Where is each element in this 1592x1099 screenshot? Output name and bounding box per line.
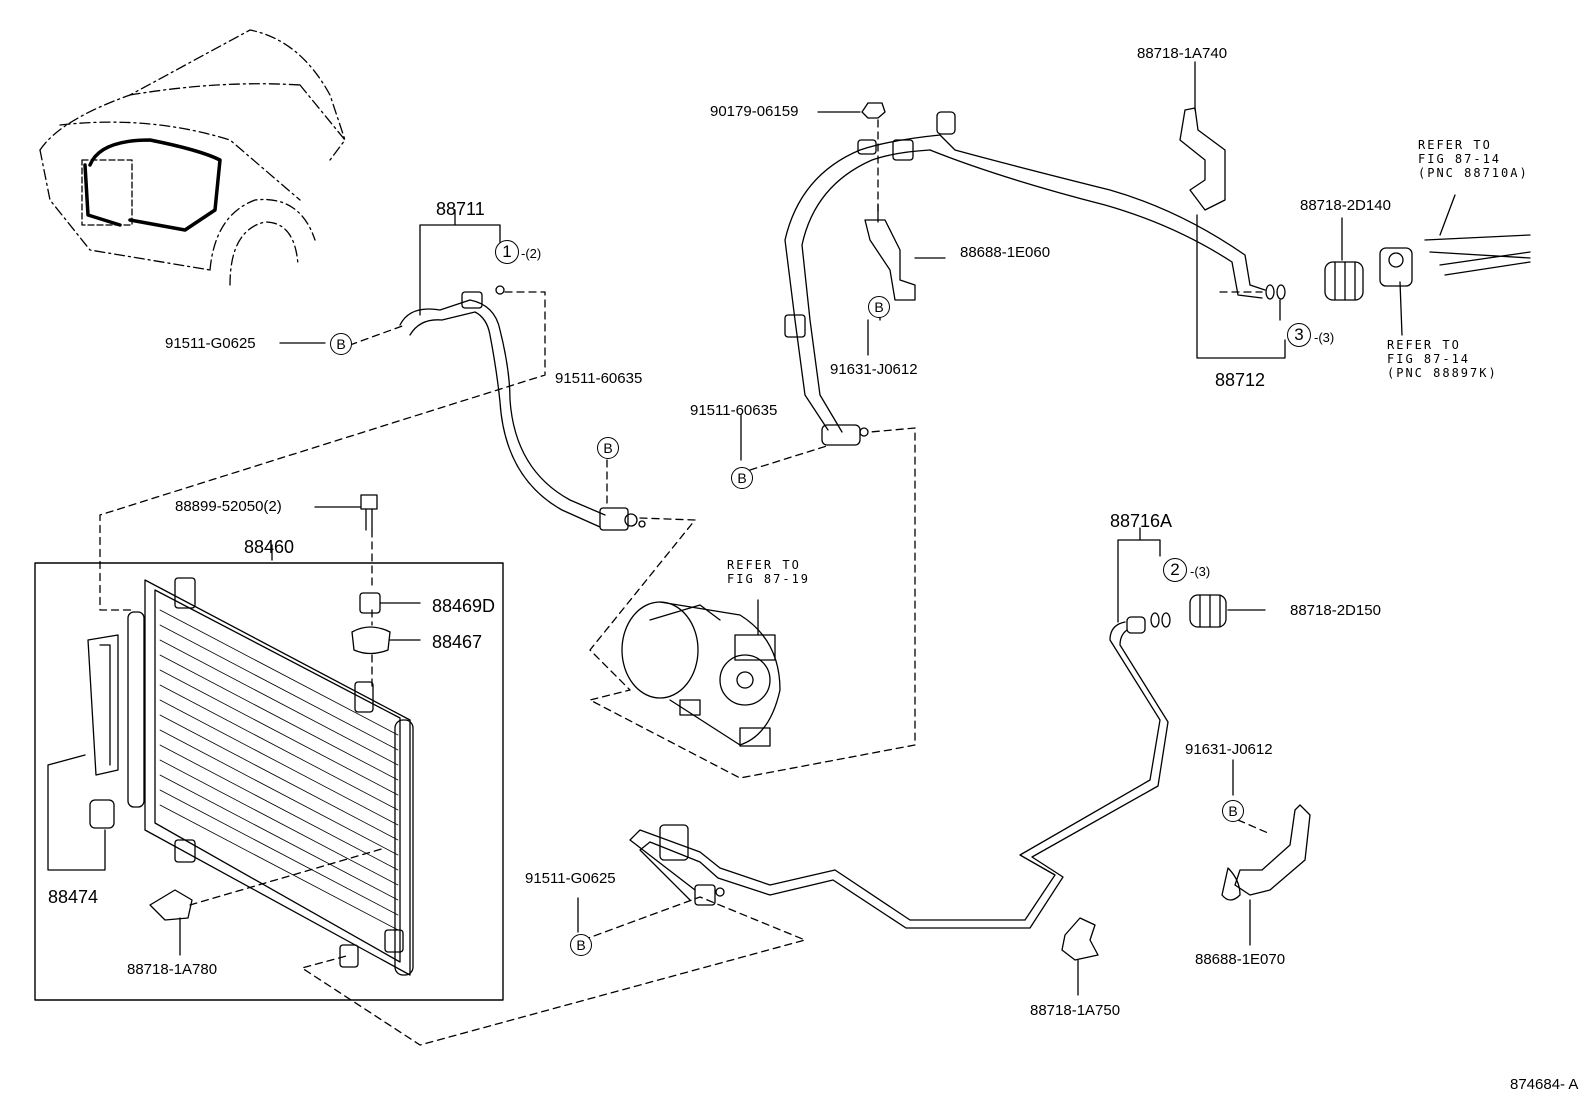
label-88718-2D150: 88718-2D150 (1290, 602, 1381, 619)
label-88899-52050: 88899-52050(2) (175, 498, 282, 515)
label-88712: 88712 (1215, 370, 1266, 390)
label-91511-G0625-bottom: 91511-G0625 (525, 870, 616, 887)
label-88716A: 88716A (1110, 511, 1173, 531)
cap-88718-2D150 (1189, 594, 1266, 628)
label-88688-1E060: 88688-1E060 (960, 244, 1051, 261)
callout-3-qty: -(3) (1314, 330, 1335, 345)
vehicle-condenser-area (81, 159, 133, 226)
callout-1: 1 (495, 240, 519, 264)
bracket-line-88711 (419, 209, 501, 316)
label-91631-J0612-top: 91631-J0612 (830, 361, 918, 378)
bolt-88899 (314, 494, 378, 531)
label-91511-60635-b: 91511-60635 (690, 402, 778, 419)
label-88711: 88711 (436, 199, 485, 219)
callout-1-qty: -(2) (521, 246, 542, 261)
refer-note-fig-87-19: REFER TO FIG 87-19 (727, 558, 811, 586)
callout-2: 2 (1163, 558, 1187, 582)
label-90179-06159: 90179-06159 (710, 103, 799, 120)
callout-b-91511-60635-a: B (597, 437, 619, 459)
condenser-88460 (127, 577, 414, 976)
label-91511-G0625-top: 91511-G0625 (165, 335, 256, 352)
condenser-group-box (34, 562, 504, 1001)
refer-note-88897K: REFER TO FIG 87-14 (PNC 88897K) (1387, 338, 1498, 380)
bracket-88688-1E060 (864, 219, 916, 301)
seal-88474 (47, 634, 119, 871)
compressor-sketch (621, 599, 781, 747)
label-88688-1E070: 88688-1E070 (1195, 951, 1286, 968)
hose-88712 (784, 111, 1286, 446)
callout-b-91511-60635-b: B (731, 467, 753, 489)
callout-b-91511-G0625-top: B (330, 333, 352, 355)
label-88474: 88474 (48, 887, 99, 907)
cap-88718-2D140 (1324, 217, 1364, 301)
cushion-88467 (351, 626, 391, 655)
refer-note-88710A: REFER TO FIG 87-14 (PNC 88710A) (1418, 138, 1529, 180)
callout-b-91511-G0625-bottom: B (570, 934, 592, 956)
label-91631-J0612-bottom: 91631-J0612 (1185, 741, 1273, 758)
figure-id: 874684- A (1510, 1076, 1579, 1093)
label-88469D: 88469D (432, 596, 496, 616)
fitting-refer-87-14 (1379, 194, 1531, 336)
bracket-88688-1E070 (1234, 804, 1311, 896)
callout-b-91631-J0612-top: B (868, 296, 890, 318)
clip-88718-1A780 (149, 889, 193, 921)
callout-2-qty: -(3) (1190, 564, 1211, 579)
pipe-88716A (629, 527, 1171, 929)
callout-b-91631-J0612-bottom: B (1222, 800, 1244, 822)
hose-88711 (399, 285, 646, 531)
nut-90179-06159 (861, 102, 886, 119)
vehicle-ac-lines-highlight (83, 138, 222, 232)
label-88718-1A750: 88718-1A750 (1030, 1002, 1121, 1019)
bracket-88718-1A740 (1179, 107, 1226, 211)
label-91511-60635-a: 91511-60635 (555, 370, 643, 387)
callout-3: 3 (1287, 323, 1311, 347)
cushion-88469D (359, 592, 381, 614)
dashed-leader-lines (99, 119, 1269, 1046)
label-88718-2D140: 88718-2D140 (1300, 197, 1391, 214)
vehicle-locator-sketch (39, 29, 346, 286)
label-88718-1A780: 88718-1A780 (127, 961, 218, 978)
label-88460: 88460 (244, 537, 295, 557)
label-88467: 88467 (432, 632, 483, 652)
clip-88718-1A750 (1061, 917, 1099, 961)
label-88718-1A740: 88718-1A740 (1137, 45, 1228, 62)
